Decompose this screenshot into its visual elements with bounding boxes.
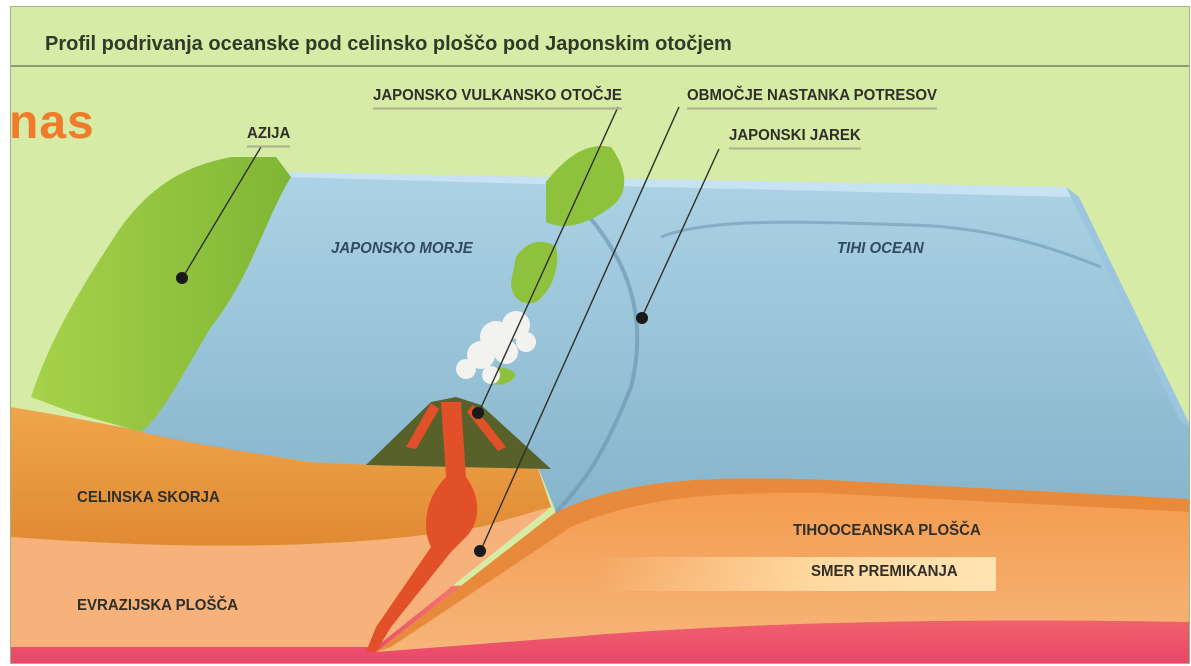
brand-logo-text: nas xyxy=(10,95,95,150)
dot-volcano xyxy=(472,407,484,419)
label-continental-crust: CELINSKA SKORJA xyxy=(77,489,220,507)
label-sea-of-japan: JAPONSKO MORJE xyxy=(331,240,473,258)
label-earthquake-zone: OBMOČJE NASTANKA POTRESOV xyxy=(687,86,937,109)
dot-trench xyxy=(636,312,648,324)
label-asia: AZIJA xyxy=(247,124,290,147)
label-trench: JAPONSKI JAREK xyxy=(729,126,861,149)
label-pacific-ocean: TIHI OCEAN xyxy=(837,240,924,258)
label-movement-direction: SMER PREMIKANJA xyxy=(811,563,958,581)
label-eurasian-plate: EVRAZIJSKA PLOŠČA xyxy=(77,597,238,615)
dot-asia xyxy=(176,272,188,284)
label-volcanic-islands: JAPONSKO VULKANSKO OTOČJE xyxy=(373,86,622,109)
dot-earthquake-zone xyxy=(474,545,486,557)
diagram-frame: Profil podrivanja oceanske pod celinsko … xyxy=(10,6,1190,664)
label-pacific-plate: TIHOOCEANSKA PLOŠČA xyxy=(793,522,981,540)
